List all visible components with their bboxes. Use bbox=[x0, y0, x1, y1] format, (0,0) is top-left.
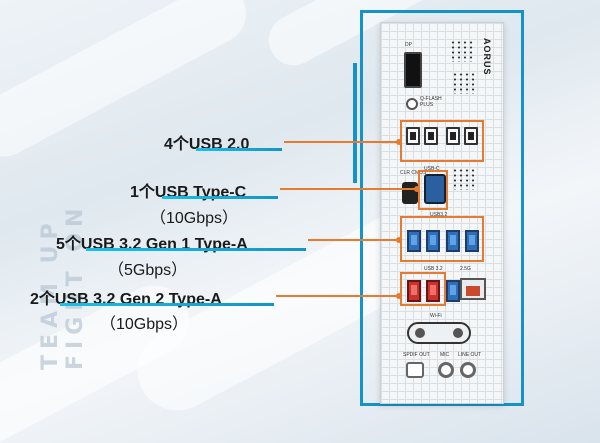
usb-type-c-port bbox=[424, 174, 446, 204]
usb32-gen2-port bbox=[426, 280, 440, 302]
leader-dot bbox=[396, 139, 402, 145]
gen1-highlight-box bbox=[400, 216, 484, 262]
leader-line-gen1 bbox=[308, 239, 400, 241]
usbc-label: USB-C bbox=[424, 166, 440, 172]
leader-dot bbox=[396, 237, 402, 243]
vent-dots bbox=[450, 40, 474, 62]
vent-dots bbox=[452, 168, 476, 190]
gen2-highlight-box bbox=[400, 272, 446, 306]
label-underline bbox=[162, 196, 278, 199]
usb20-port bbox=[446, 127, 460, 145]
vent-dots bbox=[452, 72, 476, 94]
usb32-lower-label: USB 3.2 bbox=[424, 266, 443, 272]
label-gen2-speed: （10Gbps） bbox=[100, 316, 189, 333]
cmos-label: CLR CMOS bbox=[400, 170, 427, 176]
mic-label: MIC bbox=[440, 352, 450, 358]
leader-line-gen2 bbox=[276, 295, 400, 297]
usb32-label: USB3.2 bbox=[430, 212, 448, 218]
usb32-gen1-port bbox=[446, 280, 460, 302]
blue-frame bbox=[353, 10, 524, 406]
usb32-gen1-port bbox=[426, 230, 440, 252]
usb20-port bbox=[406, 127, 420, 145]
ethernet-port bbox=[460, 278, 486, 300]
displayport bbox=[404, 52, 422, 88]
lineout-label: LINE OUT bbox=[458, 352, 482, 358]
label-underline bbox=[86, 248, 306, 251]
qflash-label: Q-FLASH PLUS bbox=[420, 96, 442, 108]
label-underline bbox=[60, 303, 274, 306]
usb32-gen1-port bbox=[407, 230, 421, 252]
label-underline bbox=[196, 148, 282, 151]
leader-line-typec bbox=[280, 188, 418, 190]
lan-label: 2.5G bbox=[460, 266, 471, 272]
usb32-gen2-port bbox=[407, 280, 421, 302]
usb32-gen1-port bbox=[446, 230, 460, 252]
leader-dot bbox=[396, 293, 402, 299]
brand-logo: AORUS bbox=[482, 38, 492, 76]
usb20-port bbox=[464, 127, 478, 145]
usb32-gen1-port bbox=[465, 230, 479, 252]
dp-label: DP bbox=[405, 42, 412, 48]
spdif-label: SPDIF OUT bbox=[403, 352, 430, 358]
line-out-jack bbox=[460, 362, 476, 378]
qflash-button[interactable] bbox=[406, 98, 418, 110]
label-gen1-speed: （5Gbps） bbox=[108, 262, 188, 279]
wifi-label: Wi-Fi bbox=[430, 313, 442, 319]
leader-line-usb20 bbox=[284, 141, 400, 143]
spdif-port bbox=[406, 362, 424, 378]
leader-dot bbox=[414, 186, 420, 192]
label-typec-speed: （10Gbps） bbox=[150, 210, 239, 227]
mic-jack bbox=[438, 362, 454, 378]
wifi-antenna-connector bbox=[407, 322, 471, 344]
usb20-port bbox=[424, 127, 438, 145]
usb20-highlight-box bbox=[400, 120, 484, 162]
watermark-text: TEAM UP FIGHT ON bbox=[38, 202, 88, 370]
typec-highlight-box bbox=[418, 170, 448, 210]
